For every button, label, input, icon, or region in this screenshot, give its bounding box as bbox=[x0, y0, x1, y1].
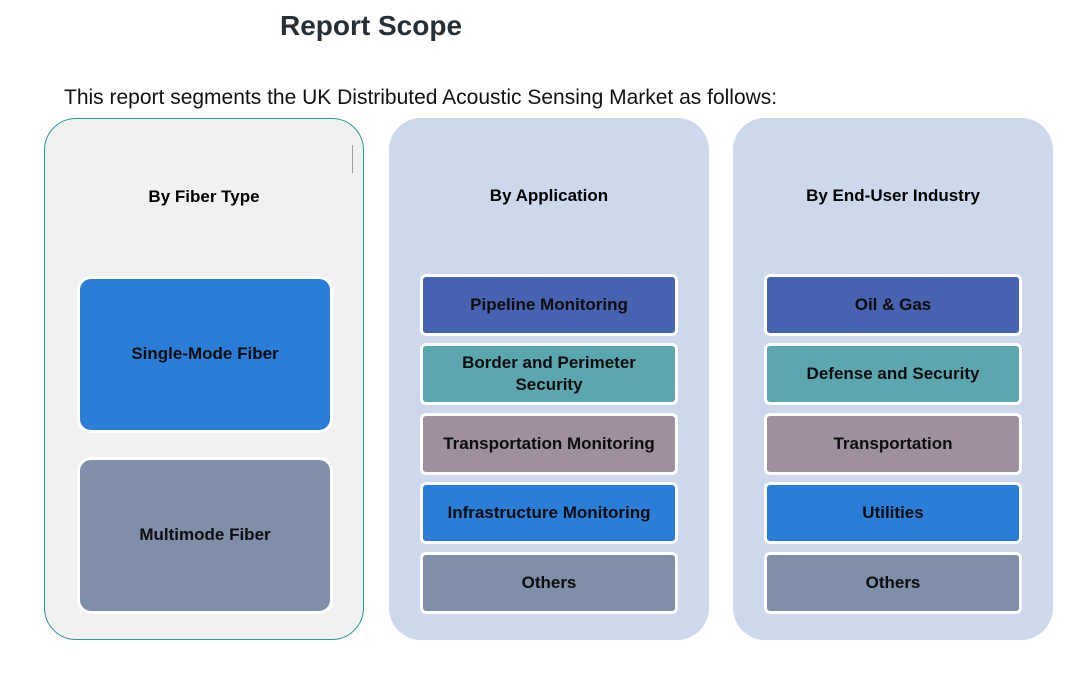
segment-box: Oil & Gas bbox=[764, 274, 1022, 336]
panel-title: By Application bbox=[489, 186, 609, 205]
segment-box: Defense and Security bbox=[764, 343, 1022, 405]
scroll-marker bbox=[351, 145, 353, 173]
panel-end-user-industry: By End-User Industry Oil & Gas Defense a… bbox=[733, 118, 1053, 640]
page-title: Report Scope bbox=[280, 10, 463, 41]
segment-box: Others bbox=[764, 552, 1022, 614]
segment-box: Border and Perimeter Security bbox=[420, 343, 678, 405]
segment-box: Others bbox=[420, 552, 678, 614]
segment-box: Single-Mode Fiber bbox=[77, 276, 333, 433]
panel-fiber-type: By Fiber Type Single-Mode Fiber Multimod… bbox=[44, 118, 364, 640]
segment-box: Utilities bbox=[764, 482, 1022, 544]
panel-application: By Application Pipeline Monitoring Borde… bbox=[389, 118, 709, 640]
segment-box: Transportation bbox=[764, 413, 1022, 475]
segment-box: Multimode Fiber bbox=[77, 457, 333, 614]
segment-box: Pipeline Monitoring bbox=[420, 274, 678, 336]
segment-box: Transportation Monitoring bbox=[420, 413, 678, 475]
segment-box: Infrastructure Monitoring bbox=[420, 482, 678, 544]
report-intro-text: This report segments the UK Distributed … bbox=[64, 86, 778, 109]
panel-title: By Fiber Type bbox=[148, 187, 260, 206]
panel-title: By End-User Industry bbox=[806, 186, 980, 205]
